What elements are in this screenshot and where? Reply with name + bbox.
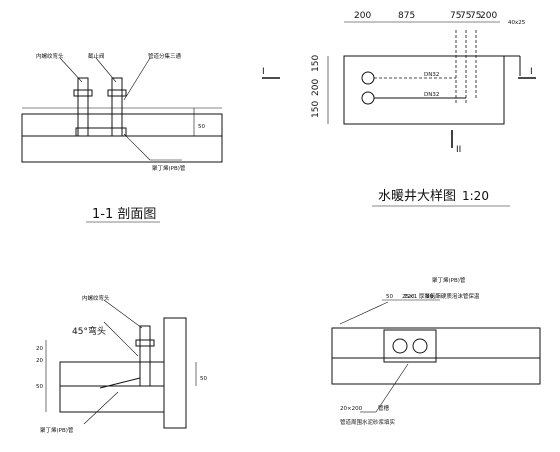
- well-scale: 1:20: [462, 189, 489, 203]
- section-mark-left: I: [262, 67, 265, 77]
- label-pipe-2: 聚丁烯(PB)管: [40, 426, 74, 434]
- pipe-label-1: DN32: [424, 72, 439, 78]
- svg-text:150: 150: [311, 101, 321, 118]
- pipe-a: [392, 338, 408, 354]
- svg-text:75: 75: [470, 11, 481, 21]
- svg-text:150: 150: [311, 55, 321, 72]
- label-pipe: 聚丁烯(PB)管: [152, 164, 186, 172]
- dim-20-a: 20: [36, 346, 43, 352]
- section-title: 1-1 剖面图: [92, 207, 156, 222]
- riser-2: [139, 325, 151, 387]
- corner-size: 40x25: [508, 20, 526, 26]
- pipe-label-2: DN32: [424, 92, 439, 98]
- svg-text:75: 75: [460, 11, 471, 21]
- well-outline: [343, 55, 505, 125]
- label-valve: 截止阀: [88, 52, 105, 60]
- svg-text:120: 120: [404, 294, 415, 300]
- floor-slab: [21, 135, 223, 163]
- pipe-b: [412, 338, 428, 354]
- section-mark-right: I: [530, 67, 533, 77]
- svg-text:875: 875: [398, 11, 415, 21]
- floor-slab-2: [59, 385, 165, 413]
- pipe-groove: [383, 329, 437, 363]
- label-elbow-2: 内螺纹弯头: [82, 294, 110, 302]
- pipe-circle-top: [361, 71, 375, 85]
- label-mesh: 25×1 厚聚氨酯硬质泡沫管保温: [402, 292, 480, 300]
- dim-50-b: 50: [36, 384, 43, 390]
- detail-bottom-left: 内螺纹弯头 45°弯头 聚丁烯(PB)管 50 20 20 50: [36, 294, 207, 434]
- svg-text:200: 200: [354, 11, 371, 21]
- dim-50-c: 50: [200, 376, 207, 382]
- label-fill: 管道周围水泥砂浆填实: [340, 418, 396, 426]
- valve-right: [107, 89, 127, 97]
- detail-bottom-right: 50 120 50 聚丁烯(PB)管 25×1 厚聚氨酯硬质泡沫管保温 20×2…: [331, 276, 541, 426]
- top-dimensions: 200 875 75 75 75 200: [354, 11, 497, 21]
- well-plan: 200 875 75 75 75 200 40x25 150 200 150 D…: [262, 11, 536, 207]
- label-groove: 管槽: [378, 404, 390, 412]
- wall: [163, 317, 187, 429]
- label-elbow: 内螺纹弯头: [36, 52, 64, 60]
- section-mark-bottom: II: [456, 145, 461, 155]
- header-pipe: [75, 127, 127, 137]
- dim-50: 50: [198, 124, 205, 130]
- svg-text:200: 200: [480, 11, 497, 21]
- valve-left: [73, 89, 93, 97]
- svg-text:50: 50: [386, 294, 393, 300]
- label-elbow-45: 45°弯头: [72, 325, 106, 337]
- svg-text:50: 50: [426, 294, 433, 300]
- pipe-circle-bottom: [361, 91, 375, 105]
- riser-right: [111, 77, 123, 137]
- left-dimensions: 150 200 150: [311, 55, 321, 118]
- dim-20-b: 20: [36, 358, 43, 364]
- section-1-1: 内螺纹弯头 截止阀 管道分集三通 聚丁烯(PB)管 50 1-1 剖面图: [21, 52, 223, 223]
- label-pipe-3: 聚丁烯(PB)管: [432, 276, 466, 284]
- label-tee: 管道分集三通: [148, 52, 182, 60]
- top-dimensions-2: 50 120 50: [386, 294, 433, 300]
- svg-text:200: 200: [311, 79, 321, 96]
- floor-screed-2: [59, 361, 165, 387]
- label-size: 20×200: [340, 406, 363, 412]
- riser-left: [77, 77, 89, 137]
- well-title: 水暖井大样图: [378, 189, 456, 204]
- svg-text:75: 75: [450, 11, 461, 21]
